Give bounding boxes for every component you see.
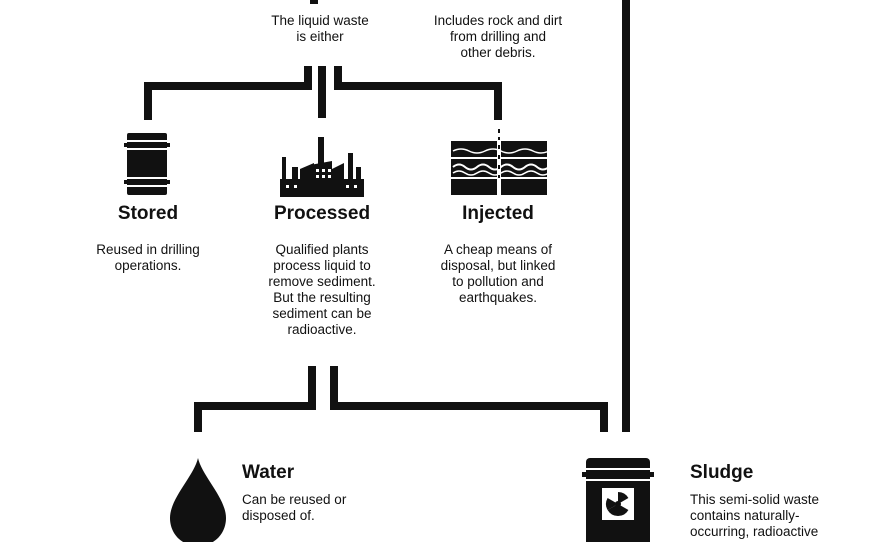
solid-waste-description: Includes rock and dirt from drilling and… bbox=[433, 13, 563, 60]
radioactive-barrel-icon bbox=[582, 458, 654, 542]
cut-off-heading-fragment bbox=[310, 0, 318, 4]
water-description: Can be reused or disposed of. bbox=[242, 492, 347, 523]
factory-icon bbox=[280, 137, 364, 197]
processed-description: Qualified plants process liquid to remov… bbox=[268, 242, 376, 337]
sludge-title: Sludge bbox=[690, 462, 754, 483]
injected-description: A cheap means of disposal, but linked to… bbox=[440, 242, 556, 305]
injected-title: Injected bbox=[462, 203, 534, 224]
connector-to-stored bbox=[144, 66, 312, 120]
connector-to-water bbox=[194, 366, 316, 432]
water-drop-icon bbox=[170, 458, 226, 542]
rock-layers-icon bbox=[451, 129, 547, 195]
sludge-description: This semi-solid waste contains naturally… bbox=[690, 492, 820, 539]
liquid-waste-description: The liquid waste is either bbox=[271, 13, 369, 44]
water-title: Water bbox=[242, 462, 295, 483]
connector-to-sludge bbox=[330, 366, 608, 432]
processed-title: Processed bbox=[273, 203, 371, 224]
stored-description: Reused in drilling operations. bbox=[96, 242, 200, 273]
oil-barrel-icon bbox=[124, 133, 170, 195]
connector-to-injected bbox=[334, 66, 502, 120]
stored-title: Stored bbox=[117, 203, 179, 224]
